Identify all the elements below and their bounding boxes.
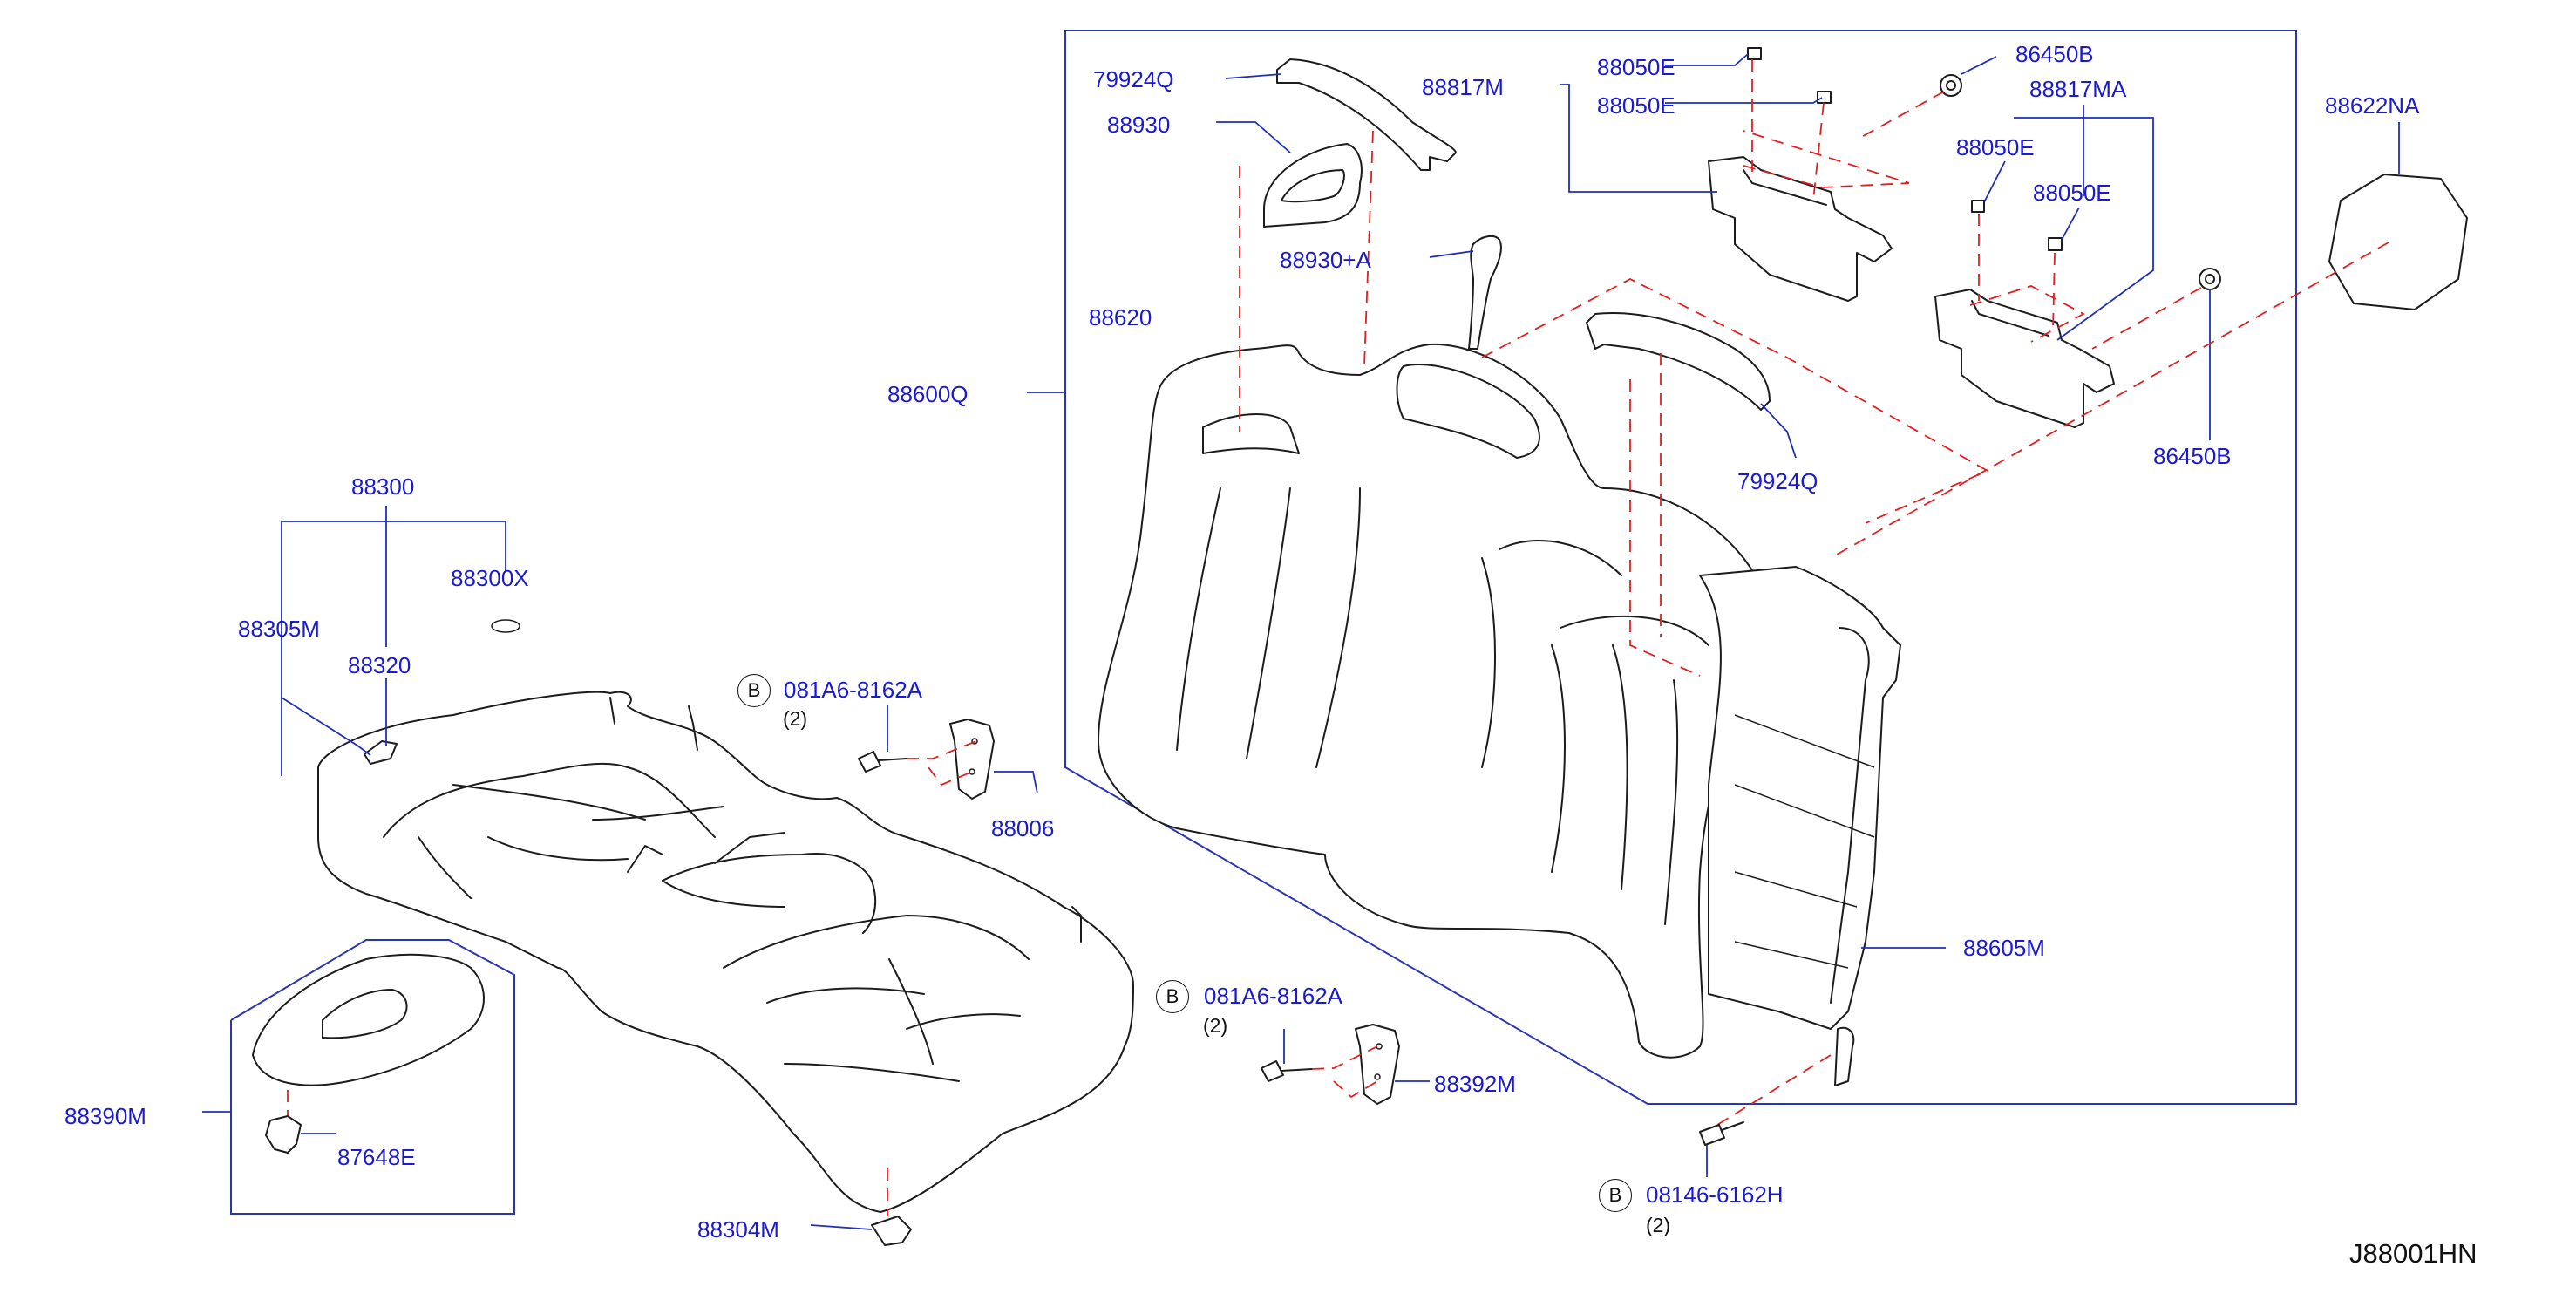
label-79924q-top: 79924Q [1093, 66, 1174, 92]
seatback-board-88605m [1699, 566, 1901, 1030]
leader-88050e-3 [1983, 160, 2006, 203]
bolt-callout-part-2: 081A6-8162A [1204, 983, 1343, 1009]
tab-88305m [364, 740, 398, 765]
leader-88050e-4 [2061, 207, 2080, 241]
leader-79924q-top [1225, 73, 1282, 79]
bolt-callout-circle-1: B [737, 674, 771, 707]
leader-88930a [1429, 250, 1474, 258]
label-88300x: 88300X [451, 565, 529, 591]
bolt-callout-circle-2: B [1156, 980, 1189, 1013]
belt-guide-88930a [1468, 235, 1502, 350]
label-88050e-3: 88050E [1956, 134, 2035, 160]
clip-88304m [871, 1168, 912, 1246]
label-88050e-2: 88050E [1597, 92, 1675, 119]
label-88817m: 88817M [1422, 74, 1504, 100]
escutcheon-88930 [1263, 143, 1363, 228]
leader-88006 [994, 771, 1038, 794]
leader-88930 [1216, 121, 1291, 153]
label-88620: 88620 [1089, 304, 1152, 330]
bolt-callout-qty-3: (2) [1646, 1214, 1671, 1236]
leader-88050e-1 [1665, 53, 1749, 66]
label-86450b-bot: 86450B [2153, 443, 2232, 469]
label-88930a: 88930+A [1280, 247, 1371, 273]
seatback-group-frame [1064, 30, 2297, 1105]
trim-79924q-mid [1586, 312, 1771, 411]
seatback-88620 [1098, 343, 1777, 1059]
label-88300: 88300 [351, 473, 415, 500]
bolt-08146 [1699, 1026, 1855, 1146]
ring-88300x [491, 619, 520, 633]
bracket-88392m [1261, 1024, 1400, 1105]
label-88305m: 88305M [238, 616, 320, 642]
label-88390m: 88390M [65, 1103, 146, 1129]
cap-88622na [2328, 174, 2468, 310]
bolt-callout-qty-1: (2) [783, 707, 808, 730]
leader-88050e-2 [1665, 97, 1823, 104]
label-88600q: 88600Q [887, 381, 969, 407]
leader-79924q-mid [1760, 403, 1797, 459]
bracket-left-group [1708, 47, 1962, 302]
leader-88304m [810, 1224, 873, 1230]
label-88817ma: 88817MA [2029, 76, 2127, 102]
assembly-lines-back [1239, 59, 2389, 1126]
label-88050e-1: 88050E [1597, 54, 1675, 80]
leader-88300-bracket [281, 521, 506, 776]
label-88304m: 88304M [697, 1216, 779, 1243]
label-79924q-mid: 79924Q [1737, 468, 1818, 494]
label-88006: 88006 [991, 815, 1055, 841]
bolt-callout-part-1: 081A6-8162A [784, 677, 923, 703]
label-88622na: 88622NA [2325, 92, 2420, 119]
armrest-group-frame [230, 939, 515, 1215]
label-88930: 88930 [1107, 112, 1171, 138]
label-86450b-top: 86450B [2015, 41, 2094, 67]
label-88605m: 88605M [1963, 935, 2045, 961]
label-87648e: 87648E [337, 1144, 416, 1170]
leader-86450b-top [1961, 56, 1997, 75]
bolt-callout-qty-2: (2) [1203, 1014, 1228, 1037]
diagram-code: J88001HN [2349, 1238, 2477, 1269]
label-88320: 88320 [348, 652, 411, 678]
label-88050e-4: 88050E [2033, 180, 2111, 206]
label-88392m: 88392M [1434, 1071, 1516, 1097]
bolt-callout-circle-3: B [1599, 1179, 1632, 1212]
bracket-88006 [858, 719, 995, 800]
bracket-right-group [1934, 200, 2221, 428]
bolt-callout-part-3: 08146-6162H [1646, 1182, 1784, 1208]
seat-cushion-88300 [317, 691, 1134, 1213]
leader-88050e-bracket [1560, 84, 1717, 193]
leader-88305m [281, 697, 371, 756]
armrest-88390m [252, 953, 485, 1154]
trim-88817m [1276, 58, 1457, 171]
